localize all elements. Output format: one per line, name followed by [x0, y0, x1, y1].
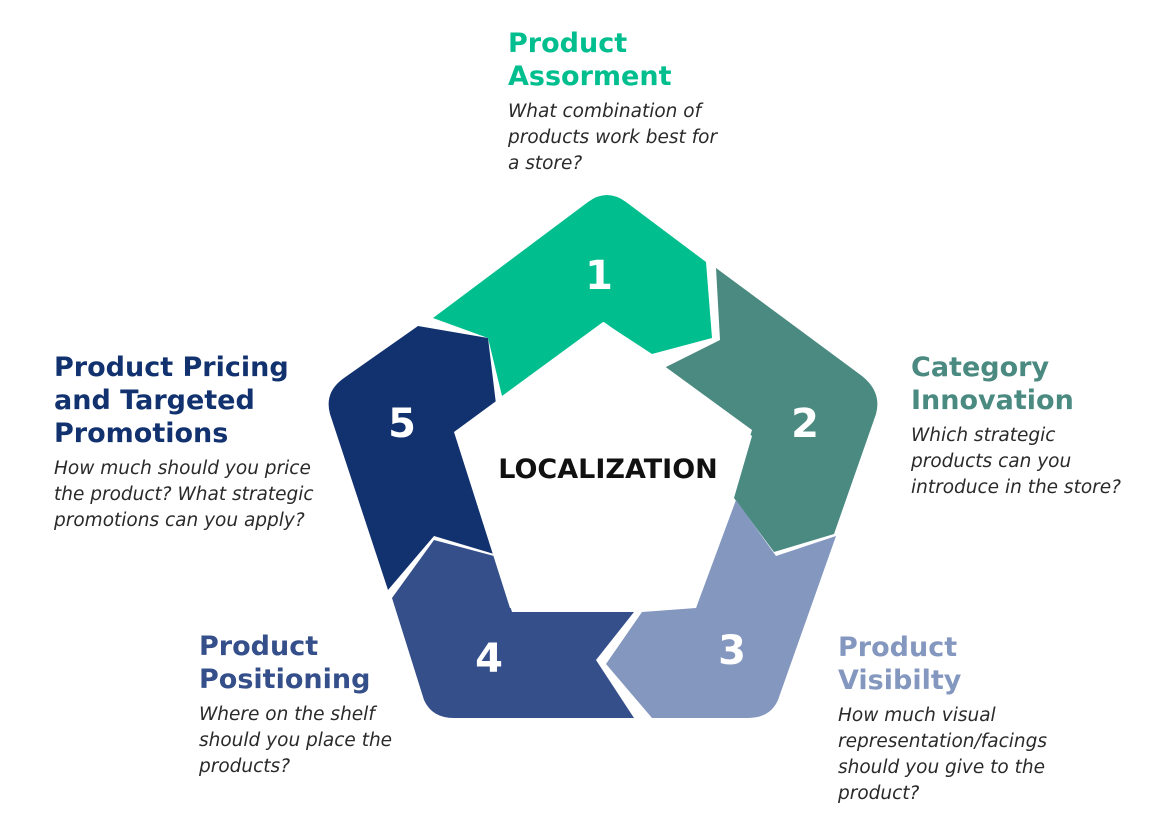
segment-4-title-line: Product [199, 631, 319, 662]
segment-3-description: How much visual representation/facings s… [838, 703, 1047, 807]
segment-1-title-line: Assorment [508, 61, 672, 92]
center-pentagon [454, 322, 752, 608]
segment-5-description-line: the product? What strategic [54, 484, 314, 505]
segment-5-title-line: Product Pricing [54, 352, 289, 383]
segment-1-description: What combination of products work best f… [508, 99, 717, 177]
center-label: LOCALIZATION [498, 454, 718, 485]
segment-5-description: How much should you price the product? W… [54, 456, 314, 534]
segment-1-description-line: What combination of [508, 101, 702, 122]
segment-5-number: 5 [388, 401, 416, 447]
segment-5-title-line: Promotions [54, 418, 229, 449]
segment-3-text-block: Product Visibilty How much visual repres… [838, 631, 1047, 807]
segment-2-title-line: Innovation [911, 385, 1074, 416]
segment-4-description-line: Where on the shelf [199, 704, 375, 725]
segment-5-title: Product Pricing and Targeted Promotions [54, 351, 314, 450]
segment-2-title-line: Category [911, 352, 1050, 383]
segment-4-title-line: Positioning [199, 664, 371, 695]
segment-4-number: 4 [475, 636, 503, 682]
segment-1-title: Product Assorment [508, 27, 717, 93]
segment-3-description-line: product? [838, 783, 920, 804]
segment-2-description-line: Which strategic [911, 425, 1056, 446]
segment-4-title: Product Positioning [199, 630, 392, 696]
segment-3-title-line: Product [838, 632, 958, 663]
segment-4-text-block: Product Positioning Where on the shelf s… [199, 630, 392, 780]
segment-2-description-line: introduce in the store? [911, 477, 1121, 498]
segment-1-description-line: a store? [508, 153, 583, 174]
segment-4-description-line: should you place the [199, 730, 393, 751]
segment-4-shape [392, 540, 634, 718]
segment-5-title-line: and Targeted [54, 385, 255, 416]
segment-3-title: Product Visibilty [838, 631, 1047, 697]
segment-1-shape [433, 195, 712, 396]
segment-3-number: 3 [718, 628, 746, 674]
segment-3-description-line: How much visual [838, 705, 996, 726]
segment-4-description: Where on the shelf should you place the … [199, 702, 392, 780]
segment-2-title: Category Innovation [911, 351, 1121, 417]
segment-3-shape [606, 500, 836, 718]
segment-1-text-block: Product Assorment What combination of pr… [508, 27, 717, 177]
segment-3-description-line: should you give to the [838, 757, 1045, 778]
segment-1-title-line: Product [508, 28, 628, 59]
segment-1-number: 1 [585, 253, 613, 299]
segment-2-number: 2 [791, 401, 819, 447]
segment-5-description-line: How much should you price [54, 458, 311, 479]
segment-3-title-line: Visibilty [838, 665, 962, 696]
segment-5-description-line: promotions can you apply? [54, 510, 305, 531]
segment-1-description-line: products work best for [508, 127, 718, 148]
segment-5-text-block: Product Pricing and Targeted Promotions … [54, 351, 314, 534]
segment-3-description-line: representation/facings [838, 731, 1047, 752]
segment-4-description-line: products? [199, 756, 291, 777]
segment-5-shape [328, 326, 496, 590]
segment-2-shape [660, 268, 878, 552]
segment-2-description-line: products can you [911, 451, 1072, 472]
segment-2-text-block: Category Innovation Which strategic prod… [911, 351, 1121, 501]
segment-2-description: Which strategic products can you introdu… [911, 423, 1121, 501]
